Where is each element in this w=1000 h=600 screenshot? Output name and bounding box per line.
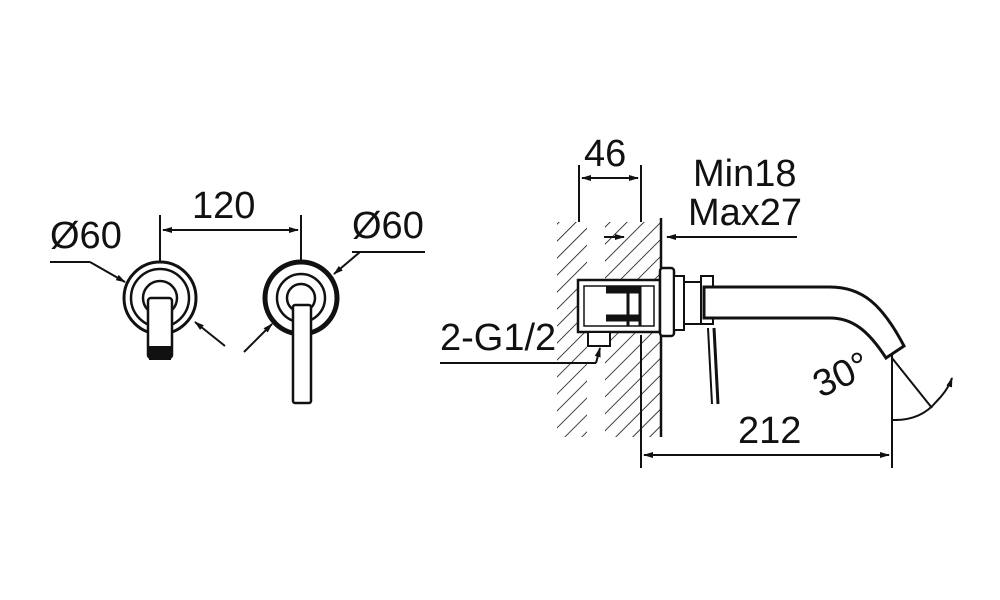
front-view-handle: Ø60 xyxy=(243,205,425,405)
reach-label: 212 xyxy=(738,410,801,452)
spacing-label: 120 xyxy=(192,185,255,227)
side-spout xyxy=(702,285,906,361)
max-thickness-label: Max27 xyxy=(688,192,802,234)
min-thickness-label: Min18 xyxy=(693,153,797,195)
inlet-stub xyxy=(587,331,611,347)
left-spout-outlet xyxy=(149,346,171,360)
right-diameter-label: Ø60 xyxy=(352,205,424,247)
right-diameter-leader-far xyxy=(243,323,273,353)
angle-label: 30° xyxy=(807,344,877,406)
spacing-dimension: 120 xyxy=(159,185,302,262)
inlet-label: 2-G1/2 xyxy=(440,317,556,359)
left-diameter-label: Ø60 xyxy=(50,215,122,257)
depth-label: 46 xyxy=(584,133,626,175)
front-view-spout: Ø60 xyxy=(50,215,226,360)
left-diameter-leader xyxy=(89,261,126,283)
side-view: 46 Min18 Max27 2-G1/2 212 30° xyxy=(440,133,953,468)
left-diameter-leader-far xyxy=(194,321,226,347)
side-escutcheon xyxy=(658,266,676,338)
angle-arc xyxy=(894,377,953,421)
right-handle-lever xyxy=(291,303,313,405)
right-diameter-leader xyxy=(333,251,361,275)
